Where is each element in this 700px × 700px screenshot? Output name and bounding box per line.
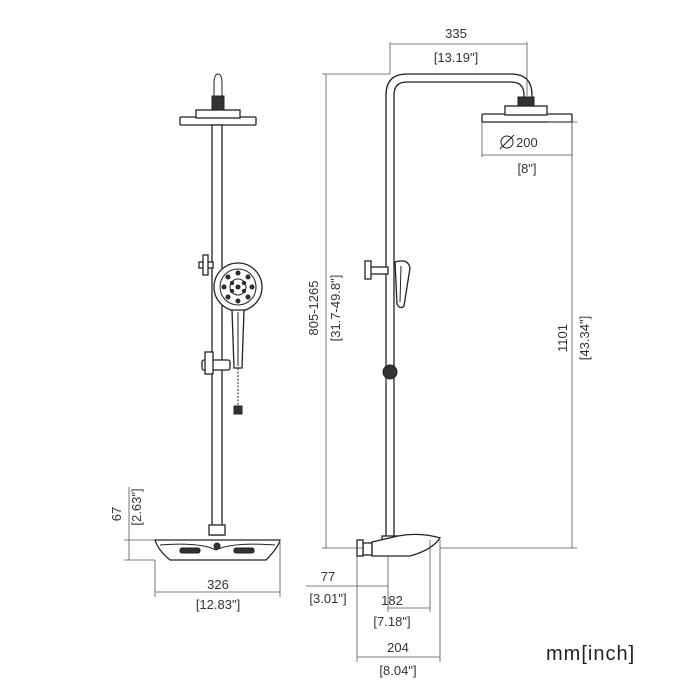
total-height-in: [43.34"] [577, 316, 592, 360]
height-range-in: [31.7-49.8"] [328, 275, 343, 342]
valve-height-mm: 67 [109, 507, 124, 521]
spout-reach-in: [7.18"] [373, 614, 410, 629]
valve-width-mm: 326 [207, 577, 229, 592]
front-arm-connector [211, 95, 225, 111]
front-valve-tray [154, 539, 281, 561]
front-dimensions: 67 [2.63"] 326 [12.83"] [109, 487, 281, 612]
front-top-arm [213, 73, 223, 108]
valve-height-in: [2.63"] [129, 488, 144, 525]
wall-offset-in: [3.01"] [309, 591, 346, 606]
front-riser-pipe [211, 124, 223, 536]
total-depth-in: [8.04"] [379, 663, 416, 678]
side-diverter-handle [364, 260, 372, 280]
front-rain-head-cap [195, 109, 241, 119]
front-hose-nut [233, 405, 243, 415]
side-hand-shower [394, 260, 411, 309]
head-dia-in: [8"] [517, 161, 536, 176]
arm-width-in: [13.19"] [434, 50, 478, 65]
valve-width-in: [12.83"] [196, 597, 240, 612]
units-label: mm[inch] [546, 643, 635, 665]
side-rain-head-cap [504, 105, 548, 116]
side-wall-flange [362, 542, 373, 556]
side-view [356, 73, 573, 557]
front-diverter-handle [202, 254, 209, 276]
wall-offset-mm: 77 [321, 569, 335, 584]
height-range-mm: 805-1265 [306, 281, 321, 336]
side-slide-bracket [382, 364, 398, 380]
total-height-mm: 1101 [555, 324, 570, 352]
side-valve-spout [371, 533, 442, 557]
front-slide-clamp [204, 351, 214, 375]
side-dimensions: 335 [13.19"] 200 [8"] 805-1265 [31.7-49.… [306, 26, 592, 678]
total-depth-mm: 204 [387, 640, 409, 655]
front-view [154, 73, 281, 561]
spout-reach-mm: 182 [381, 593, 403, 608]
head-dia-mm: 200 [516, 135, 538, 150]
front-valve-neck [208, 524, 226, 536]
diameter-symbol-icon [499, 134, 515, 150]
arm-width-mm: 335 [445, 26, 467, 41]
side-riser-arm [385, 73, 533, 543]
